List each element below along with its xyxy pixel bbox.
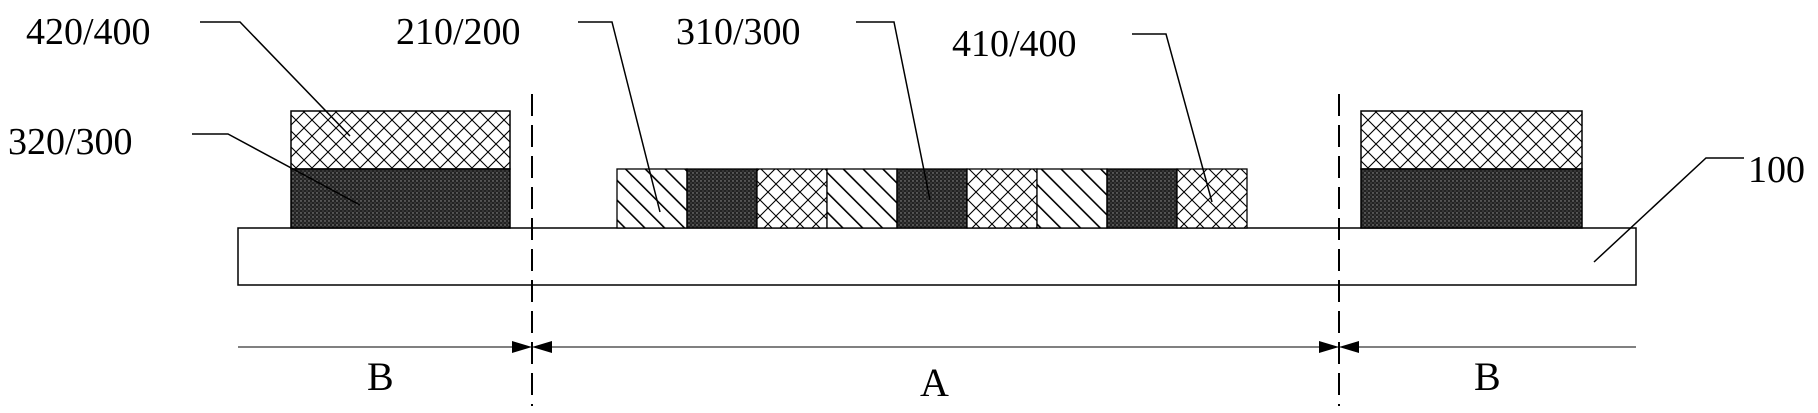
leader-310 <box>856 21 931 201</box>
label-310-300: 310/300 <box>676 11 801 53</box>
right-top-crosshatch-block <box>1360 110 1583 170</box>
arrow-b-right <box>1339 341 1359 353</box>
cell-310-3 <box>1106 168 1178 229</box>
center-cell-row <box>616 168 1248 229</box>
leader-320 <box>192 133 361 206</box>
cell-410-2 <box>966 168 1038 229</box>
layer-420-block <box>290 110 511 170</box>
cell-310-1 <box>686 168 758 229</box>
cell-210-3 <box>1036 168 1108 229</box>
arrow-b-left <box>512 341 532 353</box>
arrow-a-left <box>532 341 552 353</box>
arrow-a-right <box>1319 341 1339 353</box>
layer-320-block <box>290 168 511 229</box>
label-420-400: 420/400 <box>26 11 151 53</box>
label-410-400: 410/400 <box>952 23 1077 65</box>
region-b-right: B <box>1474 354 1501 399</box>
cell-410-3 <box>1176 168 1248 229</box>
substrate-100 <box>237 227 1637 286</box>
right-bottom-dotted-block <box>1360 168 1583 229</box>
dimension-line <box>238 341 1636 353</box>
label-320-300: 320/300 <box>8 121 133 163</box>
leader-410 <box>1132 33 1213 203</box>
leader-lines <box>192 21 1744 263</box>
region-a: A <box>920 360 949 405</box>
leader-100 <box>1593 157 1744 263</box>
leader-210 <box>578 21 661 213</box>
label-100: 100 <box>1748 149 1805 191</box>
cell-310-2 <box>896 168 968 229</box>
label-210-200: 210/200 <box>396 11 521 53</box>
leader-420 <box>200 21 351 137</box>
region-b-left: B <box>367 354 394 399</box>
cell-410-1 <box>756 168 828 229</box>
cell-210-2 <box>826 168 898 229</box>
